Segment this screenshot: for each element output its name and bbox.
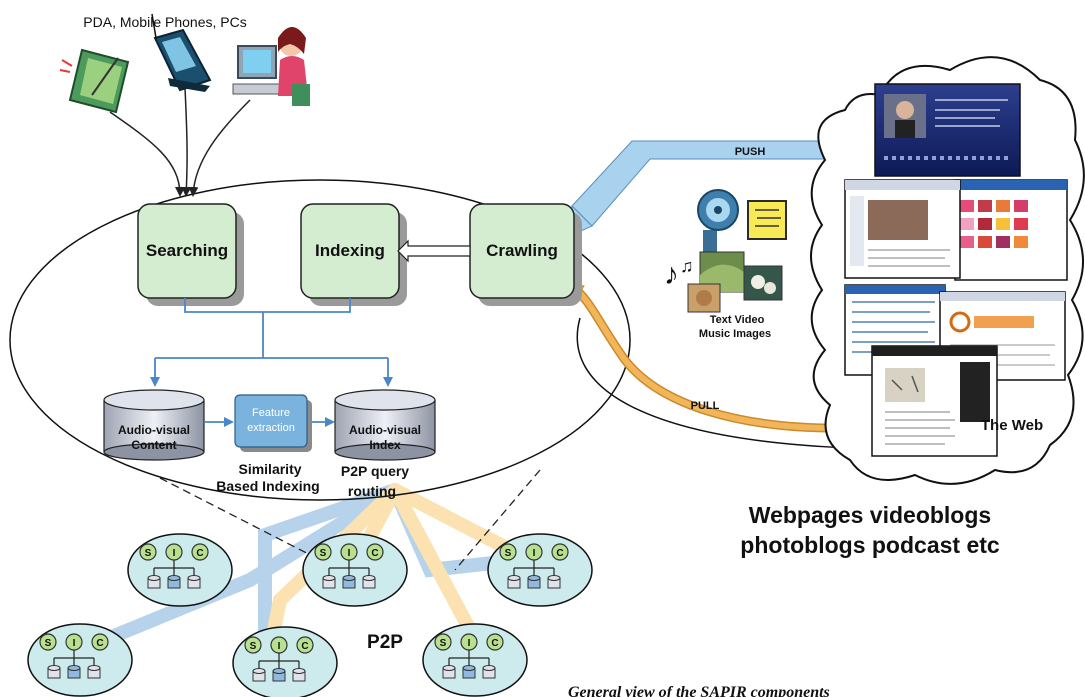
web-desc-line1: Webpages videoblogs: [749, 502, 991, 528]
web-label: The Web: [981, 417, 1043, 434]
device-to-searching-arrow: [188, 99, 251, 197]
peer-service-letter: I: [468, 638, 471, 649]
peer-service-letter: C: [491, 638, 498, 649]
peer-service-letter: C: [96, 638, 103, 649]
svg-text:♪: ♪: [664, 258, 679, 291]
media-line2: Music Images: [699, 328, 771, 340]
pull-label: PULL: [691, 400, 720, 412]
svg-text:♫: ♫: [680, 256, 694, 276]
web-screenshot-video: [874, 83, 1021, 177]
crawling-module: Crawling: [469, 203, 582, 306]
pull-arrow: [576, 317, 852, 453]
peer-service-letter: C: [301, 641, 308, 652]
routing-line1: P2P query: [341, 463, 409, 479]
peer-service-letter: I: [348, 548, 351, 559]
av-index-line1: Audio-visual: [349, 423, 421, 437]
pull-band: [571, 285, 853, 432]
peer-service-letter: C: [371, 548, 378, 559]
peer-service-letter: I: [173, 548, 176, 559]
feature-line2: extraction: [247, 422, 295, 434]
crawl-to-index-arrow: [397, 239, 471, 263]
peer-service-letter: S: [45, 638, 52, 649]
av-content-line1: Audio-visual: [118, 423, 190, 437]
film-reel-icon: [697, 189, 739, 254]
peer-service-letter: S: [320, 548, 327, 559]
device-to-searching-arrow: [109, 111, 185, 197]
p2p-label: P2P: [367, 632, 403, 653]
mobile-phone-icon: [151, 13, 212, 92]
media-line1: Text Video: [710, 314, 765, 326]
searching-module: Searching: [137, 203, 244, 306]
device-to-searching-arrow: [181, 87, 192, 197]
note-icon: [747, 200, 787, 240]
devices-label: PDA, Mobile Phones, PCs: [83, 14, 246, 30]
p2p-nodes: S I C S I C S I C S I C S I C S I C: [27, 533, 593, 697]
peer-service-letter: I: [533, 548, 536, 559]
indexing-label: Indexing: [315, 241, 385, 260]
music-icon: ♪ ♫: [664, 256, 694, 291]
av-index-db: Audio-visual Index: [334, 389, 436, 461]
similarity-line2: Based Indexing: [216, 478, 319, 494]
av-index-line2: Index: [369, 438, 401, 452]
peer-service-letter: S: [440, 638, 447, 649]
p2p-link: [388, 483, 527, 562]
p2p-link: [73, 483, 402, 657]
push-label: PUSH: [735, 146, 766, 158]
web-screenshot-article: [871, 345, 998, 457]
web-screenshot-blog: [844, 179, 961, 279]
feature-extraction-box: Feature extraction: [234, 394, 312, 452]
peer-service-letter: C: [196, 548, 203, 559]
pc-user-icon: [232, 27, 310, 106]
av-content-db: Audio-visual Content: [103, 389, 205, 461]
peer-service-letter: I: [73, 638, 76, 649]
feature-line1: Feature: [252, 407, 290, 419]
photo-icon: [687, 251, 783, 313]
p2p-links: [73, 483, 527, 662]
web-screenshot-photos: [954, 179, 1068, 281]
projection-line: [159, 477, 331, 566]
p2p-link: [388, 483, 477, 637]
peer-service-letter: C: [556, 548, 563, 559]
indexing-module: Indexing: [300, 203, 407, 306]
av-content-line2: Content: [131, 438, 176, 452]
peer-service-letter: S: [505, 548, 512, 559]
projection-line: [454, 469, 541, 571]
similarity-line1: Similarity: [238, 461, 301, 477]
peer-service-letter: S: [250, 641, 257, 652]
crawling-label: Crawling: [486, 241, 558, 260]
module-connector: [150, 298, 393, 387]
pda-icon: [59, 48, 130, 114]
routing-line2: routing: [348, 483, 396, 499]
peer-service-letter: S: [145, 548, 152, 559]
system-ellipse: [9, 179, 631, 501]
p2p-link: [258, 483, 402, 662]
web-desc-line2: photoblogs podcast etc: [740, 532, 1000, 558]
figure-caption: General view of the SAPIR components: [568, 684, 830, 697]
searching-label: Searching: [146, 241, 228, 260]
peer-service-letter: I: [278, 641, 281, 652]
